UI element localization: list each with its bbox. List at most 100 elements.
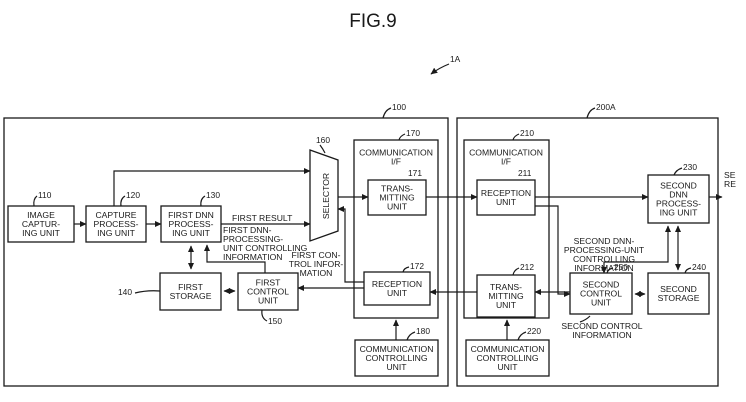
label-line: INFORMATION xyxy=(223,252,283,262)
label-line: COMMUNICATION xyxy=(471,344,545,354)
ref-120: 120 xyxy=(126,190,140,200)
system-ref: 1A xyxy=(450,54,461,64)
label-line: MITTING xyxy=(379,193,415,203)
label-line: COMMUNICATION xyxy=(469,148,543,158)
label-line: CAPTURE xyxy=(95,210,136,220)
ref-210-leader xyxy=(512,133,520,141)
ref-160: 160 xyxy=(316,135,330,145)
label-line: STORAGE xyxy=(170,291,212,301)
label-line: FIRST DNN xyxy=(168,210,214,220)
ref-230: 230 xyxy=(683,162,697,172)
label-line: COMMUNICATION xyxy=(360,344,434,354)
selector-label: SELECTOR xyxy=(321,173,331,219)
frame-ref-200a: 200A xyxy=(596,102,616,112)
ref-180-leader xyxy=(406,331,416,341)
label-line: FIRST DNN- xyxy=(223,225,272,235)
ref-140: 140 xyxy=(118,287,132,297)
label-line: TRANS- xyxy=(490,282,522,292)
label-line: PROCESS- xyxy=(94,219,139,229)
ref-180: 180 xyxy=(416,326,430,336)
label-line: FIRST xyxy=(256,278,282,288)
second-storage xyxy=(647,272,710,315)
first-result-label: FIRST RESULT xyxy=(232,213,293,223)
ref-110: 110 xyxy=(38,190,52,200)
label-line: CONTROLLING xyxy=(365,353,427,363)
label-line: SECOND xyxy=(660,181,697,191)
ref-210: 210 xyxy=(520,128,534,138)
label-line: PROCESS- xyxy=(169,219,214,229)
label-line: MATION xyxy=(300,268,333,278)
label-line: FIRST CON- xyxy=(291,250,340,260)
ref-230-leader xyxy=(673,167,683,176)
frame-device-100 xyxy=(3,117,449,387)
label-line: UNIT xyxy=(387,288,408,298)
label-line: INFORMATION xyxy=(572,330,632,340)
arrow-rx-to-second-control xyxy=(535,205,571,298)
arrow-rx-to-selector xyxy=(337,205,364,283)
selector xyxy=(309,149,339,242)
figure-title: FIG.9 xyxy=(349,11,397,32)
label-line: ING UNIT xyxy=(22,228,60,238)
ref-212: 212 xyxy=(520,262,534,272)
label-line: IMAGE xyxy=(27,210,55,220)
transmitting-unit-right xyxy=(476,274,536,318)
label-line: RECEPTION xyxy=(372,279,422,289)
label-line: ING UNIT xyxy=(660,208,698,218)
label-line: TROL INFOR- xyxy=(289,259,344,269)
label-line: UNIT xyxy=(258,296,279,306)
ref-170-leader xyxy=(398,133,406,141)
ref-171: 171 xyxy=(408,168,422,178)
label-line: FIRST xyxy=(178,282,204,292)
ref-130: 130 xyxy=(206,190,220,200)
ref-120-leader xyxy=(120,195,126,207)
arrow-second-control-dnn xyxy=(600,225,672,274)
first-control-unit xyxy=(237,272,299,311)
ref-150: 150 xyxy=(268,316,282,326)
ref-172-leader xyxy=(402,266,410,273)
frame-ref-100: 100 xyxy=(392,102,406,112)
label-line: CONTROL xyxy=(247,287,289,297)
ref-240-leader xyxy=(684,267,692,274)
comm-controlling-unit-left xyxy=(354,339,439,377)
label-line: CONTROLLING xyxy=(476,353,538,363)
label-line: STORAGE xyxy=(658,293,700,303)
label-line: UNIT xyxy=(386,362,407,372)
image-capturing-unit xyxy=(7,205,75,243)
ref-240: 240 xyxy=(692,262,706,272)
ref-150-leader xyxy=(261,309,268,322)
first-storage xyxy=(159,272,222,311)
label-line: RECEPTION xyxy=(481,188,531,198)
label-line: CONTROL xyxy=(580,289,622,299)
label-line: SECOND xyxy=(660,284,697,294)
capture-processing-unit xyxy=(85,205,147,243)
label-line: UNIT xyxy=(496,197,517,207)
label-line: ING UNIT xyxy=(172,228,210,238)
label-line: TRANS- xyxy=(381,184,413,194)
label-line: I/F xyxy=(501,157,511,167)
ref-140-leader xyxy=(134,290,161,294)
second-control-unit xyxy=(569,272,633,315)
label-line: UNIT xyxy=(497,362,518,372)
ref-172: 172 xyxy=(410,261,424,271)
system-ref-pointer xyxy=(430,63,450,75)
arrow-120-to-selector xyxy=(113,167,311,206)
label-line: UNIT xyxy=(496,300,517,310)
label-line: RE xyxy=(724,179,736,189)
ref-212-leader xyxy=(512,267,520,276)
